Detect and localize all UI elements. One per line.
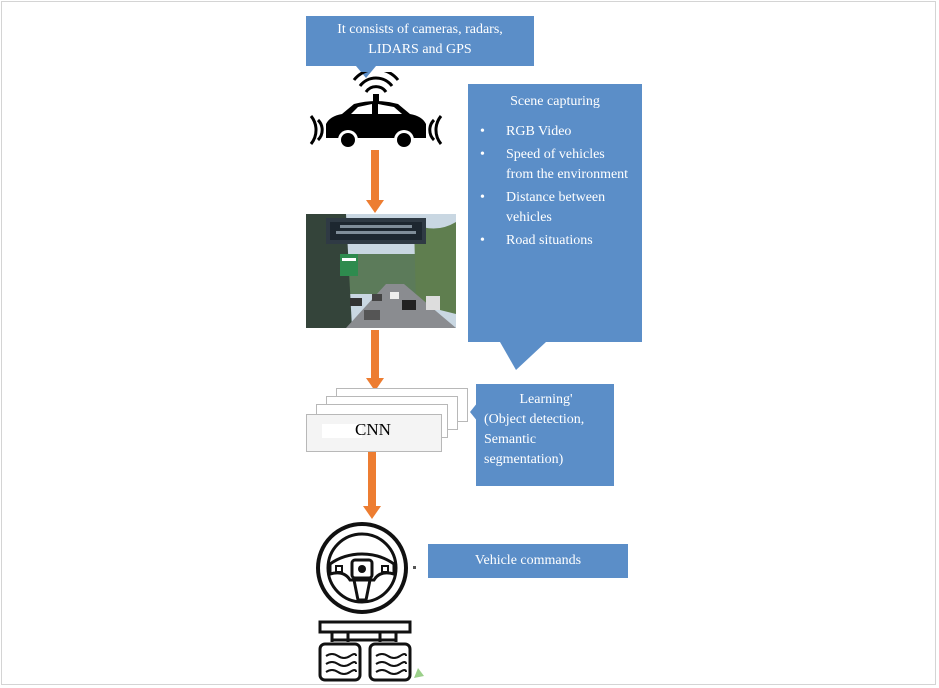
scene-capturing-list: RGB Video Speed of vehicles from the env… [478,122,632,251]
scene-capturing-title: Scene capturing [510,94,600,109]
learning-callout-pointer [470,402,478,422]
steering-wheel-icon [316,522,408,614]
sensors-callout-line1: It consists of cameras, radars, [337,22,503,37]
arrow-scene-to-cnn-head [366,378,384,391]
cnn-label: CNN [355,420,391,439]
learning-callout: Learning' (Object detection, Semantic se… [476,384,614,486]
learning-title: Learning' [519,392,573,407]
pedals-icon [318,620,424,682]
scene-item-distance: Distance between vehicles [480,188,632,228]
sensors-callout-line2: LIDARS and GPS [368,42,472,57]
scene-item-rgb-video: RGB Video [480,122,632,142]
cnn-label-mask [322,424,362,438]
scene-callout-pointer [500,342,546,370]
scene-capturing-callout: Scene capturing RGB Video Speed of vehic… [468,84,642,342]
scene-item-road-situations: Road situations [480,231,632,251]
arrow-car-to-scene-shaft [371,150,379,202]
small-dot-marker [413,566,416,569]
arrow-cnn-to-wheel-head [363,506,381,519]
scene-item-speed: Speed of vehicles from the environment [480,145,632,185]
arrow-car-to-scene-head [366,200,384,213]
vehicle-commands-label: Vehicle commands [474,553,582,568]
learning-body: (Object detection, Semantic segmentation… [484,412,585,467]
sensors-callout: It consists of cameras, radars, LIDARS a… [306,16,534,66]
autonomous-car-icon [309,72,443,150]
vehicle-commands-callout: Vehicle commands [428,544,628,578]
road-scene-photo [306,214,456,328]
arrow-scene-to-cnn-shaft [371,330,379,380]
arrow-cnn-to-wheel-shaft [368,452,376,508]
